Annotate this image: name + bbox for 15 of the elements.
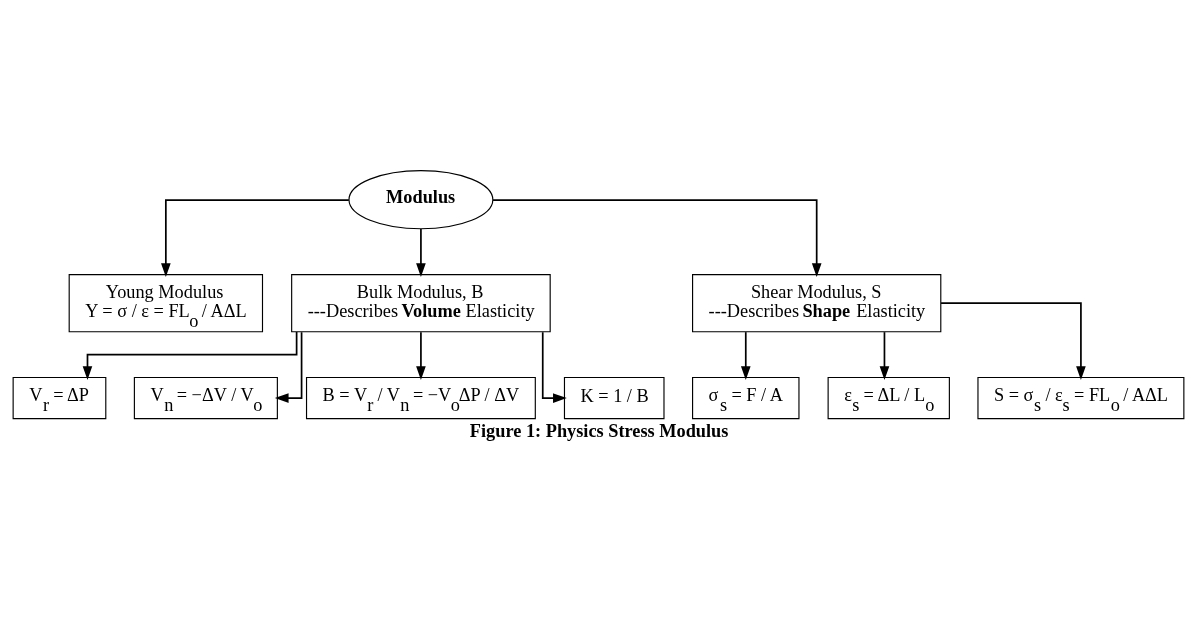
arrow [161, 199, 350, 278]
arrow [492, 199, 822, 278]
node-box: Shear Modulus, S ---Describes Shape Elasticity [692, 274, 942, 333]
arrow [82, 331, 298, 380]
arrow [416, 228, 426, 278]
node-ellipse: Modulus [348, 170, 494, 230]
caption: Figure 1: Physics Stress Modulus [469, 420, 729, 441]
arrow [274, 331, 303, 403]
node-box: K = 1 / B [563, 376, 665, 420]
arrow [940, 302, 1086, 381]
arrow [541, 331, 567, 403]
node-box: Bulk Modulus, B ---Describes Volume Elasticity [291, 274, 551, 333]
arrow [416, 331, 426, 380]
arrow [740, 331, 751, 380]
arrow [879, 331, 890, 380]
